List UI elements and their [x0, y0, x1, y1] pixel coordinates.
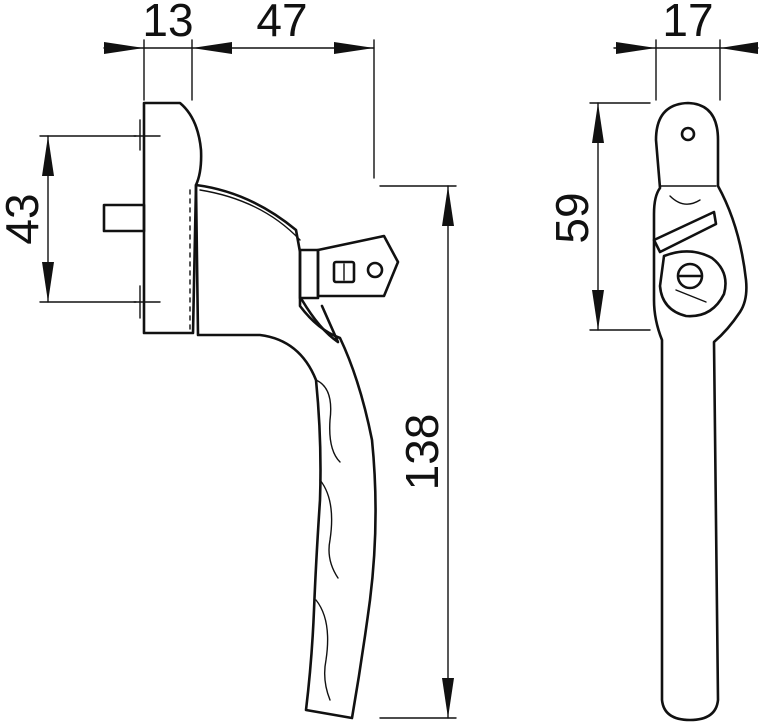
- handle-body: [194, 183, 377, 720]
- front-screw-hole: [680, 126, 696, 142]
- dimension-total-length: 138: [379, 185, 457, 719]
- front-lock-edge: [675, 289, 707, 303]
- front-lock-cylinder: [658, 250, 727, 318]
- front-handle-outline: [652, 101, 748, 722]
- spindle: [102, 203, 146, 233]
- handle-front-view: [652, 101, 748, 722]
- handle-side-view: [102, 101, 400, 720]
- dimension-left-spacing: 43: [0, 135, 137, 303]
- dim-label-59: 59: [546, 192, 598, 243]
- key-bow-slot: [332, 260, 356, 284]
- grip-scallop-1: [315, 379, 341, 463]
- dim-label-43: 43: [0, 193, 48, 244]
- front-lock-core: [676, 262, 704, 290]
- lock-housing: [298, 248, 320, 300]
- key-hole: [366, 261, 384, 279]
- base-plate: [142, 101, 203, 335]
- dim-label-138: 138: [396, 414, 448, 491]
- dimension-top-right: 17: [613, 0, 759, 101]
- dimension-top-left: 13 47: [103, 0, 375, 179]
- grip-scallop-2: [319, 479, 339, 579]
- key-icon: [316, 234, 400, 298]
- grip-scallop-3: [315, 599, 331, 701]
- dim-label-47: 47: [256, 0, 307, 46]
- dimension-side-height: 59: [546, 102, 651, 331]
- lock-neck: [300, 298, 340, 344]
- front-neck-curve: [669, 195, 701, 205]
- front-lever: [652, 210, 718, 254]
- shoulder-line: [199, 189, 301, 241]
- dim-label-17: 17: [662, 0, 713, 46]
- dim-label-13: 13: [142, 0, 193, 46]
